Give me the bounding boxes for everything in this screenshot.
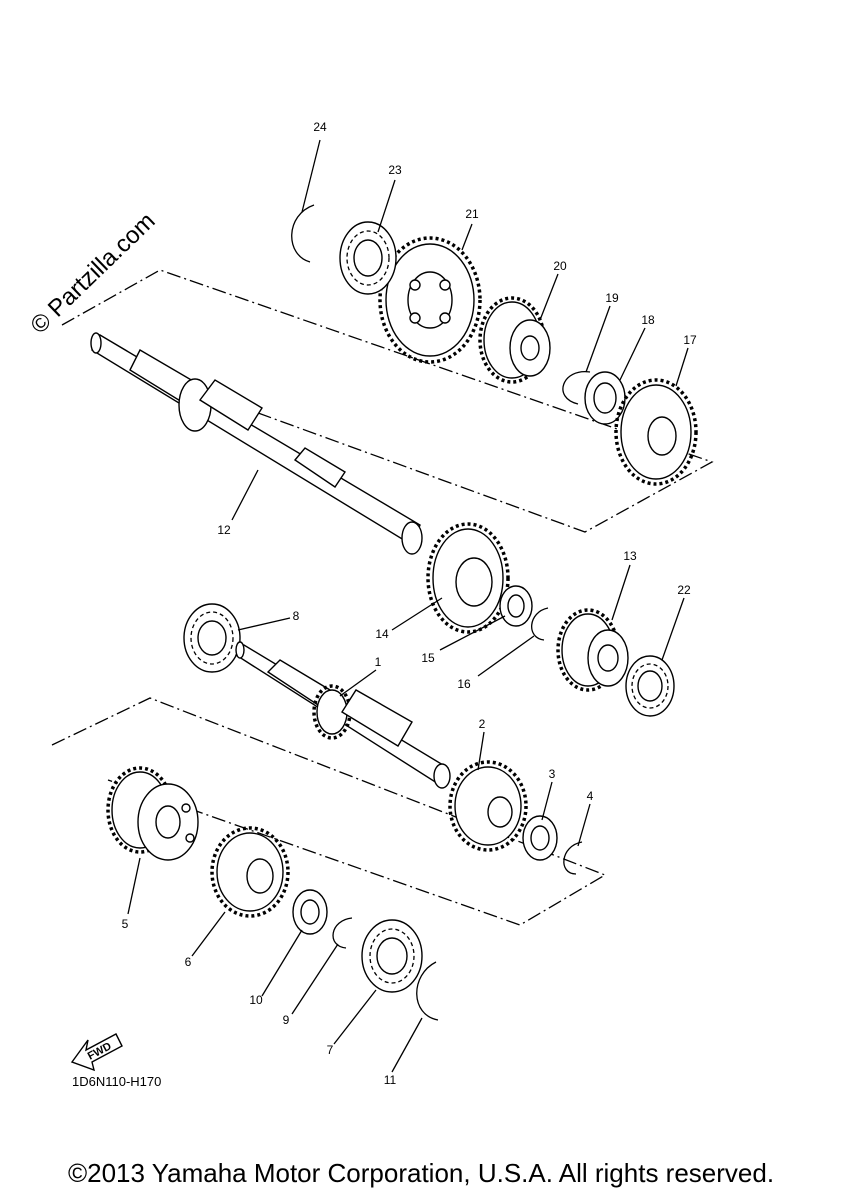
copyright-notice: ©2013 Yamaha Motor Corporation, U.S.A. A… <box>67 1158 775 1188</box>
callout-6: 6 <box>185 955 192 969</box>
washer-18[interactable] <box>584 371 626 425</box>
circlip-4[interactable] <box>563 841 583 875</box>
callout-9: 9 <box>283 1013 290 1027</box>
diagram-code: 1D6N110-H170 <box>72 1074 161 1089</box>
bearing-23[interactable] <box>339 221 397 295</box>
bearing-7[interactable] <box>361 919 423 993</box>
gear-2[interactable] <box>448 760 528 852</box>
gear-5[interactable] <box>106 766 199 861</box>
callout-2: 2 <box>479 717 486 731</box>
callout-19: 19 <box>605 291 619 305</box>
gear-17[interactable] <box>614 378 698 486</box>
washer-15[interactable] <box>499 585 533 627</box>
gear-14[interactable] <box>426 522 510 634</box>
callout-16: 16 <box>457 677 471 691</box>
callout-14: 14 <box>375 627 389 641</box>
circlip-24[interactable] <box>291 204 315 263</box>
callout-4: 4 <box>587 789 594 803</box>
circlip-16[interactable] <box>531 607 549 641</box>
bearing-22[interactable] <box>625 655 675 717</box>
callout-10: 10 <box>249 993 263 1007</box>
circlip-19[interactable] <box>562 371 591 405</box>
callout-24: 24 <box>313 120 327 134</box>
main-shaft-12[interactable] <box>90 332 423 555</box>
callout-12: 12 <box>217 523 231 537</box>
callout-21: 21 <box>465 207 479 221</box>
callout-8: 8 <box>293 609 300 623</box>
washer-3[interactable] <box>522 815 558 861</box>
callout-20: 20 <box>553 259 567 273</box>
drive-axle-1[interactable] <box>234 641 451 789</box>
callout-7: 7 <box>327 1043 334 1057</box>
callout-13: 13 <box>623 549 637 563</box>
bearing-8[interactable] <box>183 603 241 673</box>
gear-20[interactable] <box>478 296 551 384</box>
fwd-arrow-icon: FWD <box>70 1033 123 1072</box>
leader-lines <box>127 139 689 1073</box>
callout-15: 15 <box>421 651 435 665</box>
gear-6[interactable] <box>210 826 290 918</box>
callout-23: 23 <box>388 163 402 177</box>
gear-21[interactable] <box>378 236 482 364</box>
watermark-text: © Partzilla.com <box>25 208 160 340</box>
callout-5: 5 <box>122 917 129 931</box>
circlip-11[interactable] <box>416 961 439 1021</box>
upper-assembly-boundary <box>61 269 714 533</box>
gear-13[interactable] <box>556 608 629 692</box>
callout-11: 11 <box>384 1073 397 1087</box>
callout-3: 3 <box>549 767 556 781</box>
callout-17: 17 <box>683 333 697 347</box>
fwd-label: FWD <box>86 1040 114 1062</box>
lower-assembly-boundary <box>51 697 607 926</box>
callout-1: 1 <box>375 655 382 669</box>
circlip-9[interactable] <box>332 917 353 949</box>
callout-22: 22 <box>677 583 691 597</box>
washer-10[interactable] <box>292 889 328 935</box>
callout-18: 18 <box>641 313 655 327</box>
